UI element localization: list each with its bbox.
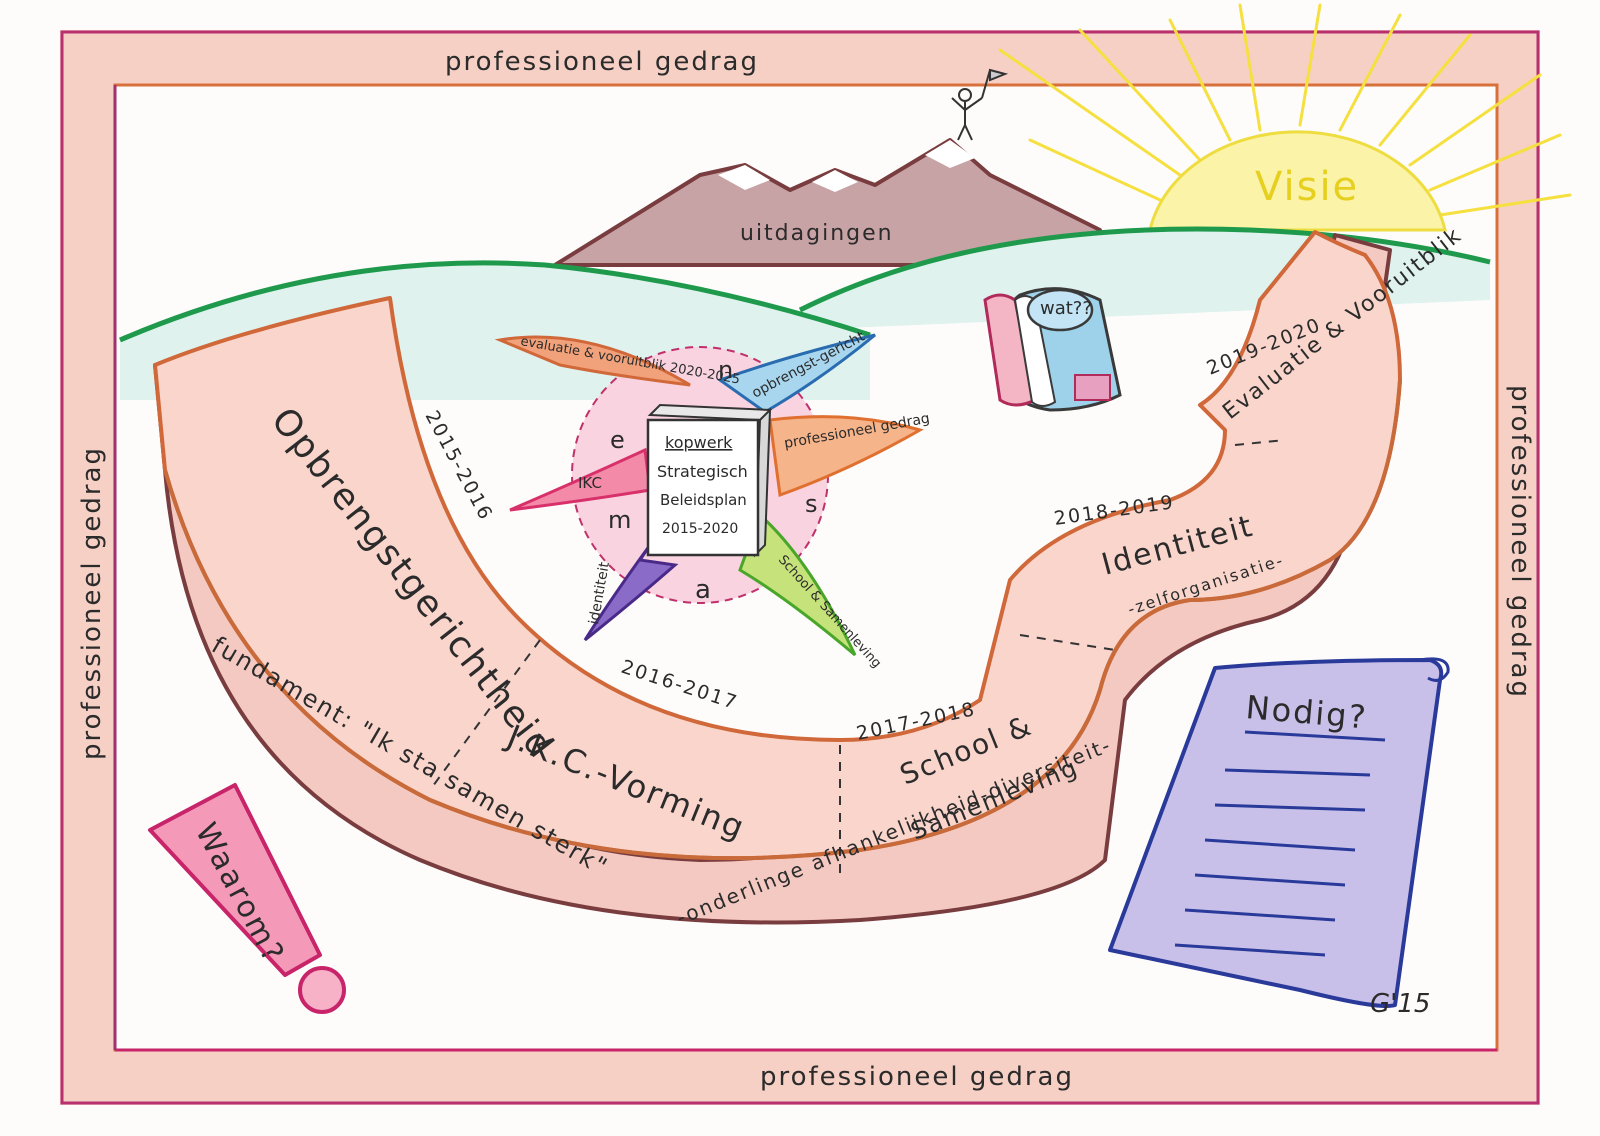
- ray-opbrengstgericht: [716, 333, 876, 414]
- mountain: uitdagingen: [553, 68, 1102, 267]
- frame-right-label: professioneel gedrag: [1505, 385, 1535, 699]
- letter-n: n: [718, 356, 733, 384]
- snow-cap-left: [718, 165, 770, 190]
- sun-label: Visie: [1255, 164, 1359, 210]
- horizon-line-right: [798, 226, 1491, 313]
- backpack-label: wat??: [1040, 298, 1092, 319]
- ray-professioneel: [768, 415, 924, 498]
- signature: G'15: [1370, 989, 1430, 1019]
- backpack-icon: wat??: [983, 287, 1122, 412]
- book-title: kopwerk: [665, 433, 733, 452]
- frame-outer-border: [60, 30, 1540, 1105]
- sun-disc: [1148, 130, 1447, 232]
- road: Opbrengstgerichtheid 2015-2016 2016-2017…: [153, 223, 1467, 930]
- scroll-body: [1108, 658, 1444, 1008]
- letter-m: m: [608, 506, 631, 534]
- sun-rays: [998, 3, 1572, 217]
- exclaim-dot: [298, 966, 346, 1014]
- letter-s: s: [805, 490, 818, 518]
- exclaim-bar: [148, 783, 322, 977]
- book-line-2: Beleidsplan: [660, 491, 747, 509]
- road-edge-line: [163, 379, 1402, 861]
- strategic-plan-book-icon: kopwerk Strategisch Beleidsplan 2015-202…: [646, 403, 773, 558]
- sun: Visie: [998, 3, 1572, 232]
- snow-cap-right: [925, 140, 975, 168]
- scroll-list: Nodig?: [1108, 657, 1450, 1008]
- ray-identiteit: [583, 544, 679, 642]
- scroll-curl-icon: [1419, 657, 1450, 682]
- center-cluster: evaluatie & vooruitblik 2020-2025 opbren…: [494, 328, 931, 671]
- horizon-line-left: [119, 260, 871, 343]
- scroll-lines: [1174, 730, 1386, 957]
- climber-figure-icon: [951, 68, 1009, 141]
- letter-a: a: [695, 575, 711, 605]
- frame-left-label: professioneel gedrag: [77, 446, 107, 760]
- ray-ikc-label: IKC: [578, 474, 602, 492]
- book-line-3: 2015-2020: [662, 521, 738, 537]
- mountain-label: uitdagingen: [740, 221, 894, 246]
- snow-cap-middle: [812, 170, 858, 192]
- frame-bottom-label: professioneel gedrag: [760, 1062, 1074, 1092]
- frame-top-label: professioneel gedrag: [445, 47, 759, 77]
- ray-ikc: [509, 447, 652, 512]
- segment-dividers: [429, 439, 1286, 880]
- book-line-1: Strategisch: [657, 462, 748, 481]
- letter-e: e: [610, 426, 625, 454]
- ray-evaluatie: [494, 335, 691, 387]
- ray-school-samenleving: [738, 512, 857, 657]
